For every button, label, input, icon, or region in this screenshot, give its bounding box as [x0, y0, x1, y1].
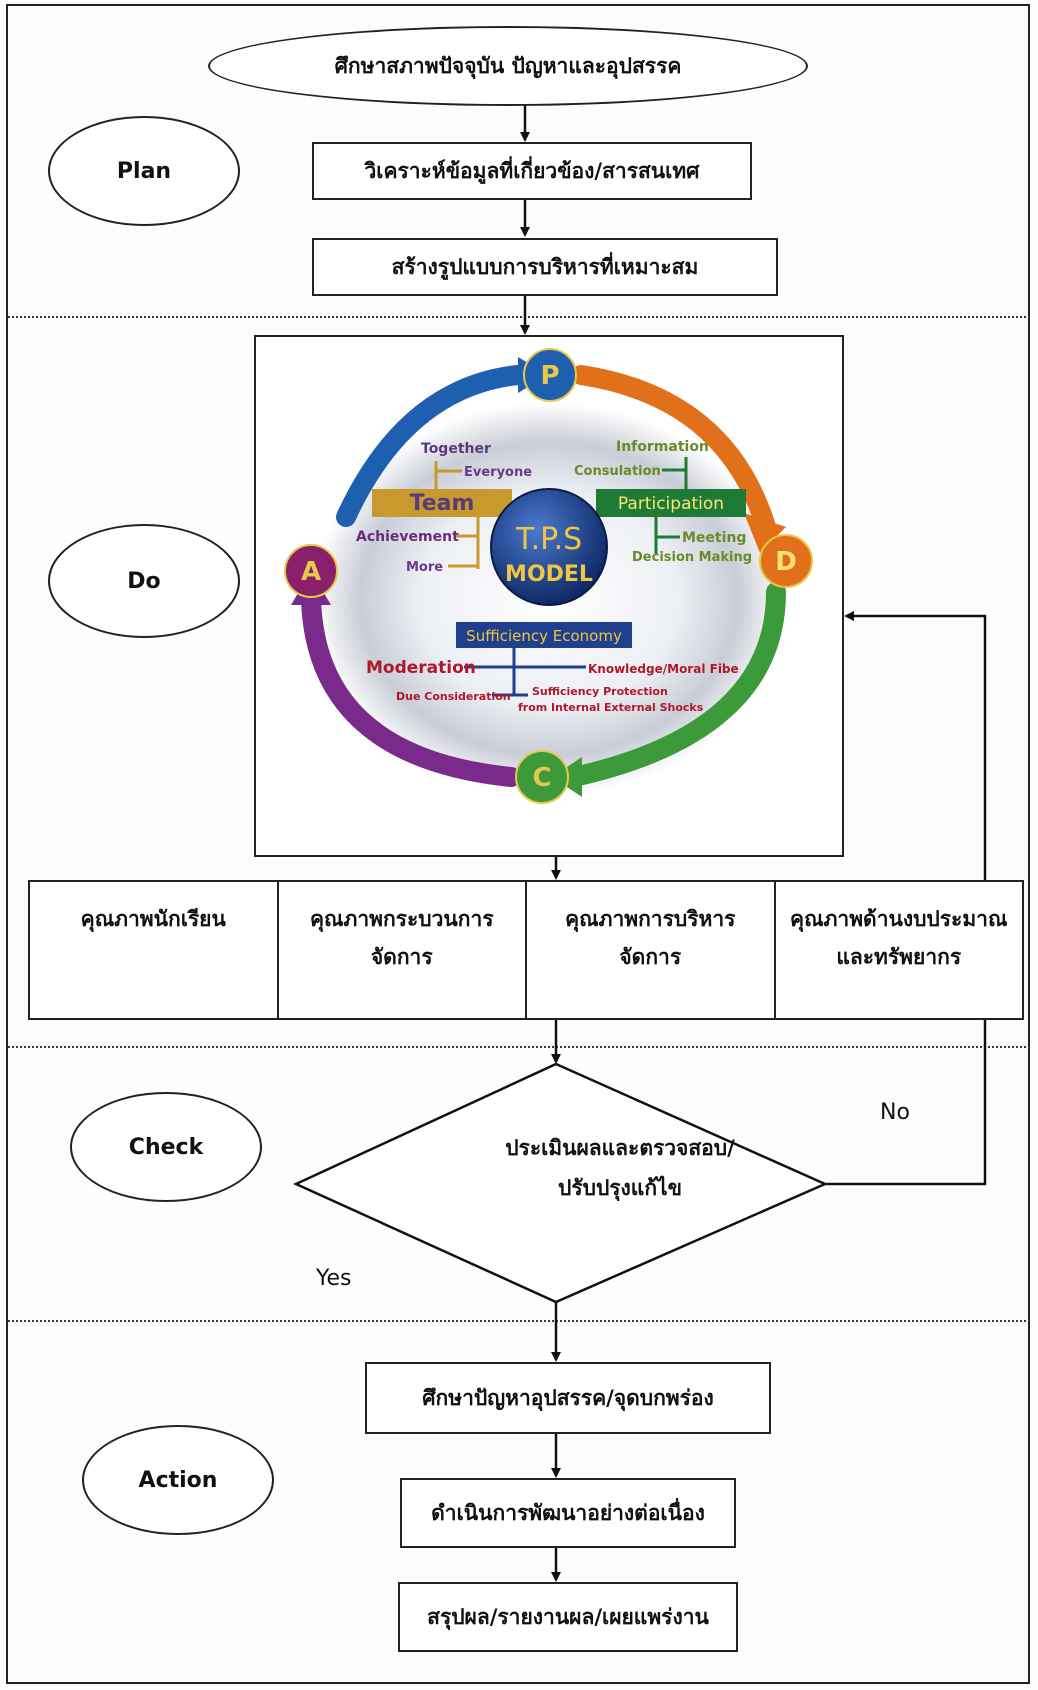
cycle-label-d: D [775, 547, 797, 577]
team-item-more: More [406, 560, 443, 575]
participation-box [596, 489, 746, 517]
report-label: สรุปผล/รายงานผล/เผยแพร่งาน [427, 1604, 709, 1629]
phase-check-label: Check [128, 1134, 204, 1160]
team-box [372, 489, 512, 517]
sufficiency-item-knowledge: Knowledge/Moral Fibe [588, 662, 739, 676]
ring-segment-top [336, 365, 528, 527]
check-decision-line2: ปรับปรุงแก้ไข [558, 1176, 682, 1200]
team-item-achievement: Achievement [356, 529, 459, 545]
step-report-results: สรุปผล/รายงานผล/เผยแพร่งาน [398, 1582, 738, 1652]
outer-frame [6, 4, 1030, 1684]
sufficiency-item-moderation: Moderation [366, 658, 476, 678]
team-item-everyone: Everyone [464, 465, 532, 480]
quality-cell-students: คุณภาพนักเรียน [30, 882, 279, 1018]
participation-item-meeting: Meeting [682, 530, 746, 546]
check-action-divider [8, 1320, 1030, 1322]
analyze-label: วิเคราะห์ข้อมูลที่เกี่ยวข้อง/สารสนเทศ [364, 158, 700, 183]
check-decision-diamond [292, 1062, 829, 1304]
ring-segment-left [301, 589, 521, 787]
cycle-label-p: P [540, 361, 559, 391]
start-label: ศึกษาสภาพปัจจุบัน ปัญหาและอุปสรรค [334, 53, 682, 78]
phase-do: Do [48, 524, 240, 638]
tps-model-graphic: P D C A Together Everyone Team Achieveme… [284, 348, 813, 804]
tps-center-circle [490, 488, 608, 606]
phase-check: Check [70, 1092, 262, 1202]
quality-cell-process: คุณภาพกระบวนการ จัดการ [279, 882, 527, 1018]
phase-plan: Plan [48, 116, 240, 226]
quality-cell-budget: คุณภาพด้านงบประมาณ และทรัพยากร [790, 907, 1008, 969]
check-decision-text: ประเมินผลและตรวจสอบ/ ปรับปรุงแก้ไข [400, 1128, 840, 1208]
sufficiency-title: Sufficiency Economy [466, 627, 622, 645]
team-item-together: Together [421, 441, 491, 457]
cycle-node-p [523, 348, 577, 402]
study-label: ศึกษาปัญหาอุปสรรค/จุดบกพร่อง [422, 1385, 714, 1410]
participation-item-information: Information [616, 439, 709, 455]
phase-do-label: Do [127, 568, 161, 594]
ring-arrowhead-right [744, 513, 786, 553]
ring-segment-bottom [564, 582, 786, 787]
do-check-divider [8, 1046, 1030, 1048]
label-no: No [880, 1100, 910, 1125]
participation-title: Participation [618, 494, 724, 514]
plan-do-divider [8, 316, 1030, 318]
step-study-problems: ศึกษาปัญหาอุปสรรค/จุดบกพร่อง [365, 1362, 771, 1434]
phase-action: Action [82, 1425, 274, 1535]
tps-center-title: T.P.S [515, 522, 582, 557]
quality-cell-management: คุณภาพการบริหาร จัดการ [527, 882, 776, 1018]
sufficiency-item-due: Due Consideration [396, 690, 511, 703]
develop-label: ดำเนินการพัฒนาอย่างต่อเนื่อง [431, 1500, 705, 1525]
cycle-node-a [284, 544, 338, 598]
participation-item-consulation: Consulation [574, 464, 661, 479]
step-continuous-development: ดำเนินการพัฒนาอย่างต่อเนื่อง [400, 1478, 736, 1548]
sufficiency-box [456, 622, 632, 648]
cycle-node-c [515, 750, 569, 804]
label-yes: Yes [316, 1266, 352, 1291]
step-build-model: สร้างรูปแบบการบริหารที่เหมาะสม [312, 238, 778, 296]
tps-model-frame: P D C A Together Everyone Team Achieveme… [254, 335, 844, 857]
check-decision-line1: ประเมินผลและตรวจสอบ/ [505, 1136, 735, 1160]
build-label: สร้างรูปแบบการบริหารที่เหมาะสม [391, 254, 699, 279]
sufficiency-item-shocks: from Internal External Shocks [518, 701, 704, 714]
phase-action-label: Action [138, 1467, 218, 1493]
participation-item-decision: Decision Making [632, 550, 752, 565]
cycle-node-d [759, 534, 813, 588]
tps-center-subtitle: MODEL [505, 562, 593, 587]
sufficiency-item-protection: Sufficiency Protection [532, 685, 668, 698]
ring-segment-right [571, 365, 776, 537]
team-title: Team [410, 491, 475, 516]
cycle-label-c: C [532, 763, 551, 793]
start-study-current-state: ศึกษาสภาพปัจจุบัน ปัญหาและอุปสรรค [208, 26, 808, 106]
phase-plan-label: Plan [116, 158, 172, 184]
quality-table: คุณภาพนักเรียน คุณภาพกระบวนการ จัดการ คุ… [28, 880, 1024, 1020]
cycle-label-a: A [301, 557, 321, 587]
step-analyze-data: วิเคราะห์ข้อมูลที่เกี่ยวข้อง/สารสนเทศ [312, 142, 752, 200]
